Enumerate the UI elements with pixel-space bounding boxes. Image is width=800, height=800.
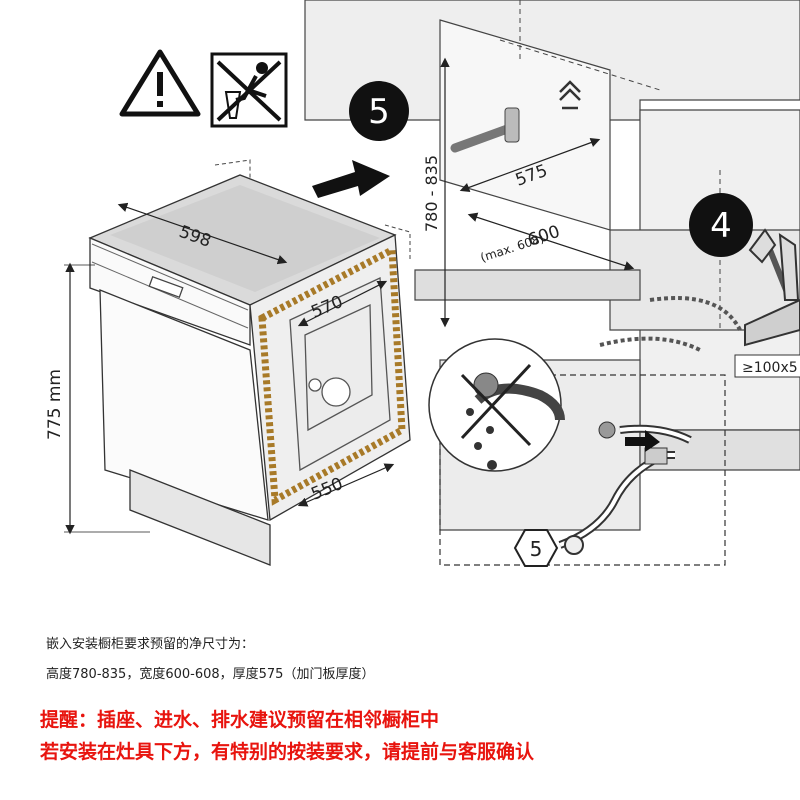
dim-cutout: ≥100x5 — [742, 360, 798, 376]
warning-triangle-icon — [119, 49, 201, 117]
caption-line-1: 嵌入安装橱柜要求预留的净尺寸为： — [46, 637, 255, 652]
dim-appliance-height: 775 mm — [45, 369, 65, 440]
dimension-lines — [64, 57, 635, 535]
installation-notice: 提醒：插座、进水、排水建议预留在相邻橱柜中 若安装在灶具下方，有特别的按装要求，… — [40, 704, 534, 768]
cutout-label-box: ≥100x5 — [734, 354, 800, 378]
hose-connector-icon — [558, 421, 692, 555]
notice-line-1: 提醒：插座、进水、排水建议预留在相邻橱柜中 — [40, 709, 440, 731]
insert-arrow-icon — [625, 430, 660, 452]
notice-line-2: 若安装在灶具下方，有特别的按装要求，请提前与客服确认 — [40, 741, 535, 763]
dim-niche-height: 780 - 835 — [422, 155, 441, 232]
appliance-outline — [214, 159, 411, 260]
step-4-badge: 4 — [689, 193, 753, 257]
no-disposal-icon — [210, 52, 288, 128]
step-5-label: 5 — [368, 92, 390, 132]
dishwasher-appliance — [88, 174, 411, 566]
caption-line-2: 高度780-835，宽度600-608，厚度575（加门板厚度） — [46, 667, 375, 682]
no-leak-icon — [428, 338, 565, 472]
step-5-hex-label: 5 — [530, 537, 543, 561]
arrow-up-icon — [559, 80, 581, 110]
step-4-label: 4 — [710, 206, 732, 246]
niche-outline — [499, 0, 721, 330]
faucet-tools-icon — [744, 228, 800, 347]
dimension-caption: 嵌入安装橱柜要求预留的净尺寸为： 高度780-835，宽度600-608，厚度5… — [46, 630, 374, 690]
step-5-hex-badge: 5 — [513, 529, 559, 567]
detail-inset: 5 — [428, 338, 726, 567]
step-5-badge: 5 — [349, 81, 409, 141]
push-arrow-icon — [312, 160, 390, 198]
installation-diagram: 5 4 598 570 550 775 mm — [45, 0, 800, 567]
